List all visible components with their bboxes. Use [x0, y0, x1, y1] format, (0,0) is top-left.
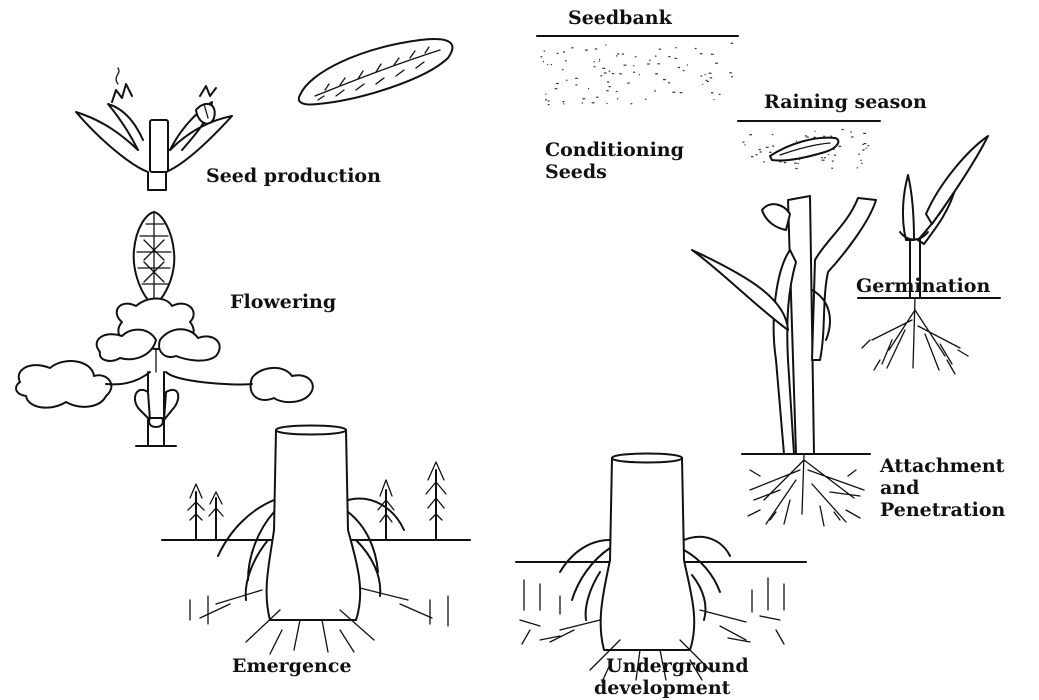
attachment-and-label: and: [880, 476, 919, 500]
seed-production-label: Seed production: [206, 164, 381, 188]
conditioned-seed-icon: [770, 138, 838, 161]
attachment-label: Attachment: [880, 454, 1004, 478]
underground-development-icon: [516, 454, 806, 683]
raining-season-label: Raining season: [764, 90, 927, 114]
flowering-plant-icon: [16, 212, 313, 446]
seedbank-soil: [537, 36, 738, 105]
seed-icon: [299, 39, 453, 105]
conditioning-label: Conditioning: [545, 138, 684, 162]
emergence-label: Emergence: [232, 654, 352, 678]
conditioning-seeds-label: Seeds: [545, 160, 607, 184]
attachment-penetration-icon: [692, 196, 876, 526]
seedbank-label: Seedbank: [568, 6, 672, 30]
emergence-icon: [162, 426, 470, 655]
penetration-label: Penetration: [880, 498, 1005, 522]
development-label: development: [594, 676, 730, 700]
raining-season-soil: [738, 121, 880, 169]
flowering-label: Flowering: [230, 290, 336, 314]
germination-label: Germination: [856, 274, 990, 298]
germination-seedling-icon: [858, 136, 1000, 374]
underground-label: Underground: [606, 654, 749, 678]
